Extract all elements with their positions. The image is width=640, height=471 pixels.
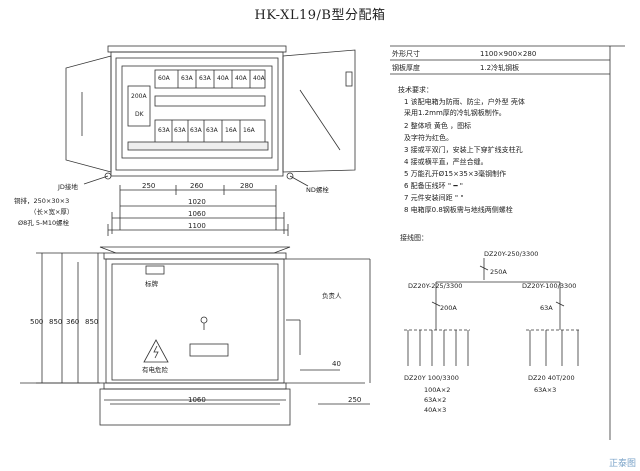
requirement-line: 7 元件安装间距 " " bbox=[404, 193, 464, 202]
requirement-line: 1 该配电箱为防雨、防尘，户外型 壳体 bbox=[404, 97, 525, 106]
watermark: 正泰图 bbox=[608, 459, 636, 469]
panel-label: 63A bbox=[174, 127, 187, 134]
breaker-model: DZ20Y-225/3300 bbox=[408, 282, 462, 290]
thickness-label: 钢板厚度 bbox=[392, 63, 420, 72]
panel-label: 40A bbox=[253, 75, 266, 82]
cabinet-top-view bbox=[65, 45, 356, 187]
dim-label: 500 bbox=[30, 318, 43, 326]
wiring-diagram bbox=[404, 258, 580, 366]
branch-item: 100A×2 bbox=[424, 386, 450, 394]
panel-label: 40A bbox=[235, 75, 248, 82]
note-line: （长×宽×厚） bbox=[30, 207, 73, 216]
requirement-line: 8 电箱厚0.8钢板需与地线两侧螺栓 bbox=[404, 205, 513, 214]
panel-label: 63A bbox=[181, 75, 194, 82]
nameplate bbox=[145, 265, 165, 275]
panel-label: 63A bbox=[199, 75, 212, 82]
branch-item: 40A×3 bbox=[424, 406, 446, 414]
branch-model: DZ20Y 100/3300 bbox=[404, 374, 459, 382]
panel-label: 40A bbox=[217, 75, 230, 82]
breaker-rating: 250A bbox=[490, 268, 507, 276]
main-switch-box bbox=[127, 85, 151, 127]
dim-label: 1060 bbox=[188, 396, 206, 404]
size-label: 外形尺寸 bbox=[392, 49, 420, 58]
breaker-rating: 200A bbox=[440, 304, 457, 312]
requirement-line: 4 接或横平直，严丝合缝。 bbox=[404, 157, 488, 166]
dim-label: 260 bbox=[190, 182, 203, 190]
requirement-line: 3 接或平双门，安装上下穿扩线支柱孔 bbox=[404, 145, 523, 154]
cabinet-plinth bbox=[99, 388, 291, 426]
breaker-model: DZ20Y-250/3300 bbox=[484, 250, 538, 258]
spec-frame bbox=[390, 45, 625, 440]
requirement-line: 5 万能孔开Ø15×35×3毫钢制作 bbox=[404, 169, 506, 178]
requirement-line: 及字符为红色。 bbox=[404, 133, 453, 142]
warning-triangle bbox=[143, 339, 169, 363]
dim-label: 250 bbox=[348, 396, 361, 404]
panel-label: 63A bbox=[158, 127, 171, 134]
breaker-model: DZ20Y-100/3300 bbox=[522, 282, 576, 290]
nameplate-label: 标牌 bbox=[145, 279, 159, 288]
owner-label: 负责人 bbox=[322, 291, 342, 300]
door-lock bbox=[200, 316, 208, 324]
branch-model: DZ20 40T/200 bbox=[528, 374, 575, 382]
right-open-door bbox=[282, 49, 356, 173]
document-pocket bbox=[189, 343, 229, 357]
front-door bbox=[105, 258, 285, 384]
grounding-label: JD接地 bbox=[57, 182, 78, 191]
panel-label: 63A bbox=[190, 127, 203, 134]
dim-label: 850 bbox=[49, 318, 62, 326]
dim-label: 1100 bbox=[188, 222, 206, 230]
dim-label: 360 bbox=[66, 318, 79, 326]
requirement-line: 2 整体喷 黄色 ，图标 bbox=[404, 121, 471, 130]
note-line: Ø8孔 5-M10螺栓 bbox=[18, 218, 70, 227]
branch-item: 63A×2 bbox=[424, 396, 446, 404]
breaker-row-top bbox=[154, 69, 266, 89]
panel-label: 200A bbox=[131, 93, 147, 100]
panel-label: 16A bbox=[225, 127, 238, 134]
drawing-title: HK-XL19/B型分配箱 bbox=[254, 8, 386, 23]
bolt-label: ND螺栓 bbox=[306, 185, 329, 194]
panel-label: DK bbox=[135, 111, 145, 118]
cabinet-front-view bbox=[20, 246, 371, 426]
top-dimensions bbox=[107, 185, 289, 236]
wiring-title: 接线图： bbox=[400, 233, 428, 242]
note-line: 铜排，250×30×3 bbox=[14, 196, 69, 205]
size-value: 1100×900×280 bbox=[480, 50, 536, 58]
dim-label: 1060 bbox=[188, 210, 206, 218]
panel-label: 63A bbox=[206, 127, 219, 134]
dim-label: 1020 bbox=[188, 198, 206, 206]
panel-label: 60A bbox=[158, 75, 171, 82]
warning-text: 有电危险 bbox=[142, 365, 169, 374]
panel-label: 16A bbox=[243, 127, 256, 134]
dim-label: 850 bbox=[85, 318, 98, 326]
internal-mount-plate bbox=[121, 65, 273, 159]
requirement-line: 6 配备压线环 " ━ " bbox=[404, 181, 463, 190]
requirement-line: 采用1.2mm厚的冷轧钢板制作。 bbox=[404, 108, 506, 117]
breaker-rating: 63A bbox=[540, 304, 553, 312]
branch-item: 63A×3 bbox=[534, 386, 556, 394]
left-open-door bbox=[65, 55, 112, 173]
thickness-value: 1.2冷轧钢板 bbox=[480, 63, 519, 72]
front-dimensions bbox=[36, 252, 370, 405]
dim-label: 250 bbox=[142, 182, 155, 190]
dim-label: 40 bbox=[332, 360, 341, 368]
requirements-title: 技术要求： bbox=[398, 85, 433, 94]
dim-label: 280 bbox=[240, 182, 253, 190]
